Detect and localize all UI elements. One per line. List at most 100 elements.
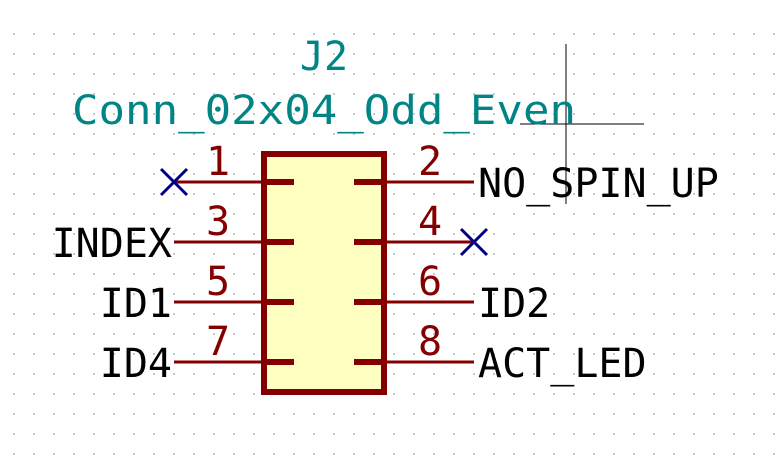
grid-dot (33, 253, 35, 255)
grid-dot (113, 273, 115, 275)
grid-dot (113, 453, 115, 455)
net-label[interactable]: ID2 (478, 281, 550, 327)
grid-dot (633, 113, 635, 115)
component-reference[interactable]: J2 (300, 34, 348, 80)
grid-dot (253, 393, 255, 395)
pin-number: 1 (206, 139, 230, 185)
grid-dot (573, 433, 575, 435)
grid-dot (733, 173, 735, 175)
grid-dot (533, 373, 535, 375)
grid-dot (193, 193, 195, 195)
grid-dot (473, 213, 475, 215)
grid-dot (453, 133, 455, 135)
grid-dot (773, 313, 775, 315)
grid-dot (553, 253, 555, 255)
grid-dot (513, 113, 515, 115)
grid-dot (293, 453, 295, 455)
grid-dot (333, 93, 335, 95)
grid-dot (113, 293, 115, 295)
grid-dot (613, 213, 615, 215)
grid-dot (633, 233, 635, 235)
grid-dot (133, 433, 135, 435)
net-label[interactable]: ID1 (100, 281, 172, 327)
grid-dot (273, 133, 275, 135)
grid-dot (93, 293, 95, 295)
grid-dot (753, 73, 755, 75)
grid-dot (33, 53, 35, 55)
grid-dot (193, 413, 195, 415)
grid-dot (393, 133, 395, 135)
grid-dot (13, 193, 15, 195)
net-label[interactable]: INDEX (52, 221, 172, 267)
grid-dot (653, 173, 655, 175)
no-connect-flag (459, 227, 489, 257)
grid-dot (693, 373, 695, 375)
component-value[interactable]: Conn_02x04_Odd_Even (72, 88, 576, 134)
grid-dot (73, 413, 75, 415)
grid-dot (653, 373, 655, 375)
grid-dot (733, 253, 735, 255)
grid-dot (333, 53, 335, 55)
grid-dot (553, 93, 555, 95)
grid-dot (713, 413, 715, 415)
grid-dot (33, 273, 35, 275)
grid-dot (653, 333, 655, 335)
grid-dot (193, 133, 195, 135)
grid-dot (193, 293, 195, 295)
grid-dot (513, 373, 515, 375)
grid-dot (13, 93, 15, 95)
grid-dot (513, 93, 515, 95)
grid-dot (253, 253, 255, 255)
grid-dot (613, 253, 615, 255)
net-label[interactable]: ID4 (100, 341, 172, 387)
grid-dot (113, 433, 115, 435)
grid-dot (253, 233, 255, 235)
grid-dot (733, 113, 735, 115)
grid-dot (733, 93, 735, 95)
grid-dot (253, 133, 255, 135)
grid-dot (53, 213, 55, 215)
pin-4[interactable]: 4 (354, 199, 489, 257)
pin-1[interactable]: 1 (159, 139, 294, 197)
grid-dot (693, 33, 695, 35)
grid-dot (533, 313, 535, 315)
grid-dot (453, 313, 455, 315)
net-label[interactable]: ACT_LED (478, 341, 647, 387)
grid-dot (33, 353, 35, 355)
grid-dot (153, 413, 155, 415)
grid-dot (173, 173, 175, 175)
grid-dot (693, 93, 695, 95)
grid-dot (153, 313, 155, 315)
grid-dot (33, 153, 35, 155)
grid-dot (113, 33, 115, 35)
grid-dot (633, 53, 635, 55)
grid-dot (733, 213, 735, 215)
grid-dot (593, 93, 595, 95)
grid-dot (553, 233, 555, 235)
grid-dot (593, 113, 595, 115)
grid-dot (473, 433, 475, 435)
grid-dot (613, 333, 615, 335)
grid-dot (253, 173, 255, 175)
grid-dot (673, 413, 675, 415)
grid-dot (653, 93, 655, 95)
grid-dot (433, 253, 435, 255)
connector-body[interactable] (261, 151, 387, 395)
grid-dot (713, 353, 715, 355)
grid-dot (473, 253, 475, 255)
pin-stub (264, 299, 294, 305)
net-label[interactable]: NO_SPIN_UP (478, 161, 719, 207)
grid-dot (133, 213, 135, 215)
grid-dot (173, 113, 175, 115)
grid-dot (173, 273, 175, 275)
grid-dot (213, 333, 215, 335)
grid-dot (413, 333, 415, 335)
grid-dot (253, 73, 255, 75)
